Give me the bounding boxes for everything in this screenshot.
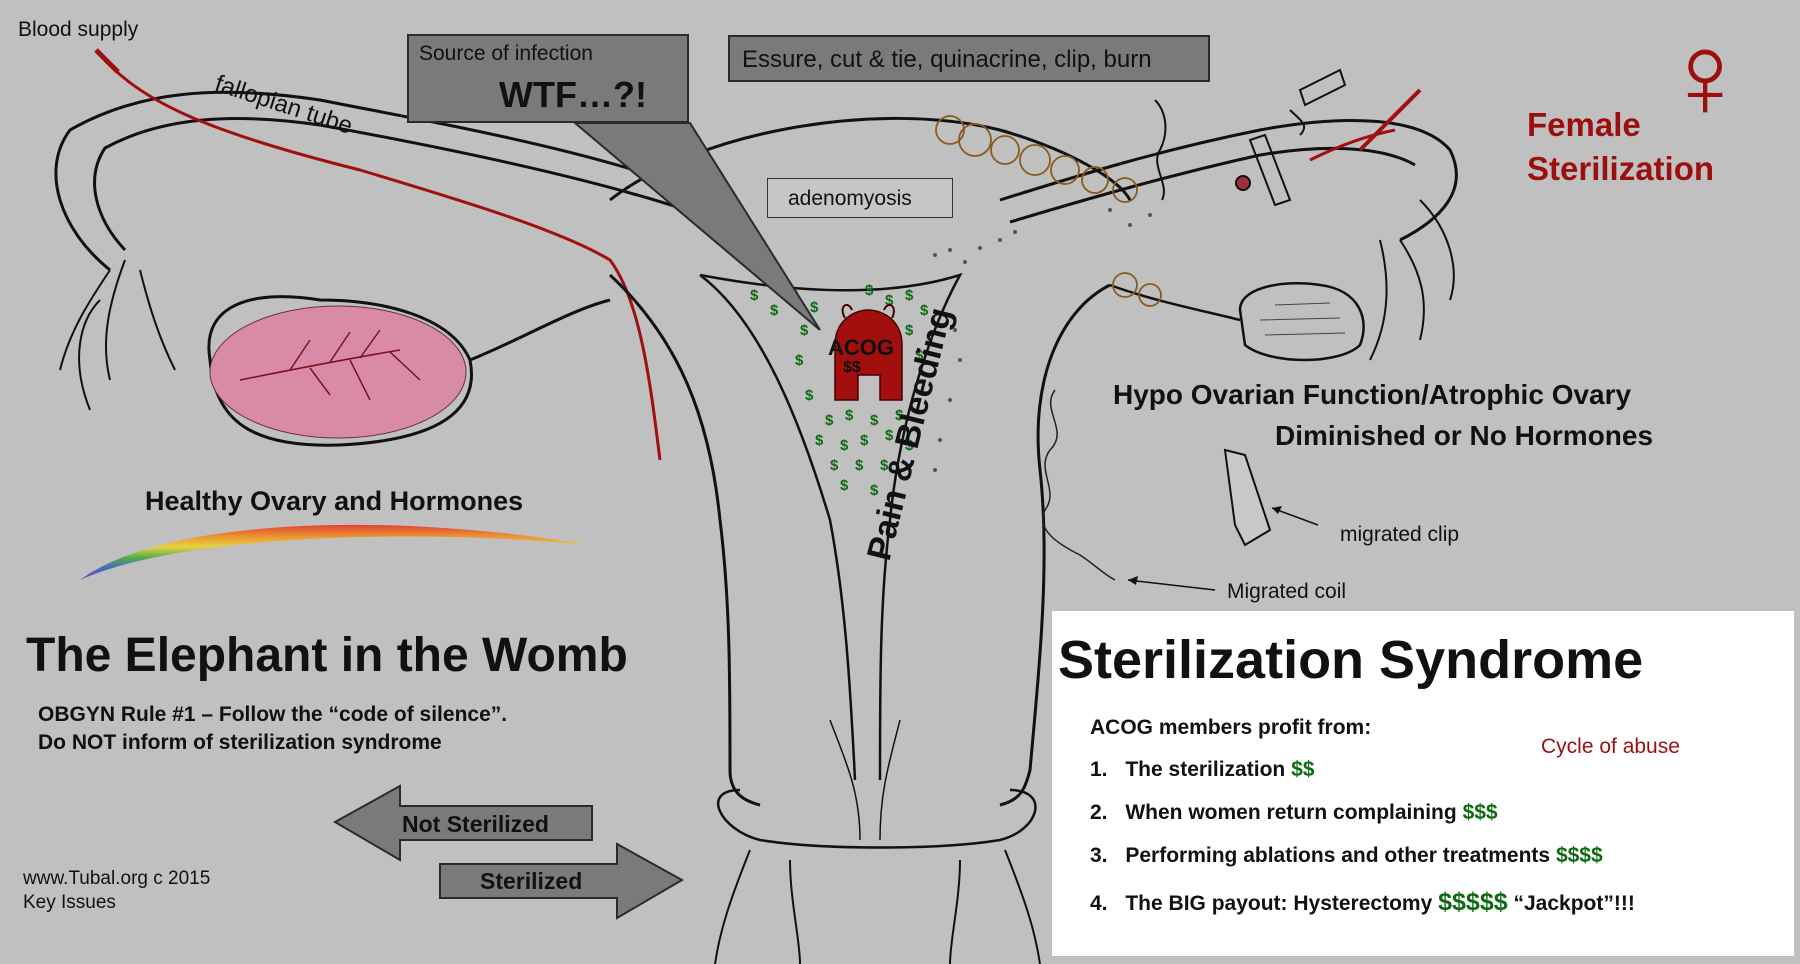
adenomyosis-scribbles — [935, 115, 1162, 307]
elephant-title: The Elephant in the Womb — [26, 629, 628, 682]
profit-item-text: Performing ablations and other treatment… — [1125, 844, 1551, 867]
svg-text:$: $ — [810, 299, 819, 316]
footer-line-2: Key Issues — [23, 892, 116, 913]
svg-text:$: $ — [895, 407, 904, 424]
rule-line-2: Do NOT inform of sterilization syndrome — [38, 731, 442, 754]
infection-callout-caption: Source of infection — [419, 42, 593, 65]
right-fallopian-tube — [999, 118, 1458, 242]
syndrome-intro: ACOG members profit from: — [1090, 716, 1372, 739]
svg-text:$: $ — [750, 287, 759, 304]
svg-text:$: $ — [855, 457, 864, 474]
svg-text:$: $ — [845, 407, 854, 424]
svg-text:$: $ — [885, 427, 894, 444]
svg-text:$: $ — [840, 437, 849, 454]
svg-text:$: $ — [870, 482, 879, 499]
svg-text:$: $ — [800, 322, 809, 339]
profit-item-3: 3. Performing ablations and other treatm… — [1090, 844, 1603, 868]
right-fimbriae — [1369, 199, 1455, 361]
infection-pointer — [572, 122, 821, 331]
svg-text:$: $ — [815, 432, 824, 449]
adenomyosis-label: adenomyosis — [788, 187, 912, 210]
svg-text:$: $ — [865, 282, 874, 299]
svg-text:$: $ — [905, 287, 914, 304]
left-fimbriae — [59, 259, 176, 411]
methods-callout-text: Essure, cut & tie, quinacrine, clip, bur… — [742, 46, 1152, 73]
profit-item-1: 1. The sterilization $$ — [1090, 758, 1314, 782]
svg-text:$: $ — [920, 302, 929, 319]
left-ovary — [209, 305, 467, 439]
sterilized-label: Sterilized — [480, 868, 583, 894]
profit-item-money: $$$$ — [1555, 844, 1603, 867]
profit-item-tail: “Jackpot”!!! — [1513, 892, 1635, 915]
healthy-ovary-label: Healthy Ovary and Hormones — [145, 486, 524, 516]
svg-text:$: $ — [880, 457, 889, 474]
svg-text:$: $ — [830, 457, 839, 474]
svg-text:$: $ — [905, 322, 914, 339]
cycle-of-abuse-label: Cycle of abuse — [1541, 735, 1680, 758]
acog-dollar-label: $$ — [843, 359, 861, 376]
syndrome-panel: Sterilization Syndrome ACOG members prof… — [1052, 611, 1794, 956]
rule-line-1: OBGYN Rule #1 – Follow the “code of sile… — [38, 703, 508, 726]
svg-text:$: $ — [860, 432, 869, 449]
brand-line-2: Sterilization — [1527, 150, 1715, 187]
profit-item-money: $$$$$ — [1438, 888, 1508, 916]
profit-item-num: 3. — [1090, 844, 1108, 867]
methods-callout: Essure, cut & tie, quinacrine, clip, bur… — [728, 35, 1210, 82]
hypo-ovarian-line-2: Diminished or No Hormones — [1275, 420, 1654, 451]
profit-item-text: When women return complaining — [1125, 801, 1457, 824]
migrated-coil-shape — [1042, 389, 1116, 581]
brand-line-1: Female — [1527, 106, 1641, 143]
rainbow — [80, 524, 590, 580]
acog-label: ACOG — [828, 335, 894, 360]
left-ovary-outline — [207, 295, 473, 447]
svg-text:$: $ — [770, 302, 779, 319]
infection-callout-exclaim: WTF…?! — [499, 74, 647, 115]
migrated-clip-shape — [1223, 448, 1272, 547]
right-ovary — [1238, 282, 1365, 362]
hypo-ovarian-line-1: Hypo Ovarian Function/Atrophic Ovary — [1113, 379, 1632, 410]
svg-text:$: $ — [915, 347, 924, 364]
left-blood-vessel — [98, 54, 662, 461]
syndrome-title: Sterilization Syndrome — [1058, 630, 1644, 690]
profit-item-4: 4. The BIG payout: Hysterectomy $$$$$ “J… — [1090, 888, 1635, 917]
svg-text:$: $ — [905, 437, 914, 454]
not-sterilized-label: Not Sterilized — [402, 811, 549, 837]
tissue-speckles — [933, 208, 1152, 472]
profit-item-money: $$ — [1291, 758, 1315, 781]
migrated-clip-label: migrated clip — [1340, 523, 1460, 546]
profit-item-2: 2. When women return complaining $$$ — [1090, 801, 1498, 825]
migrated-coil-label: Migrated coil — [1227, 580, 1347, 603]
acog-figure — [834, 309, 903, 401]
not-sterilized-arrow-shape — [332, 784, 593, 862]
left-fallopian-tube — [54, 90, 721, 272]
svg-text:$: $ — [795, 352, 804, 369]
footer-line-1: www.Tubal.org c 2015 — [23, 868, 211, 889]
infection-callout: Source of infection WTF…?! — [407, 34, 689, 123]
profit-item-text: The BIG payout: Hysterectomy — [1125, 892, 1433, 915]
blood-supply-label: Blood supply — [18, 18, 139, 41]
essure-devices — [1154, 68, 1347, 207]
svg-text:$: $ — [805, 387, 814, 404]
profit-item-num: 1. — [1090, 758, 1108, 781]
vaginal-canal — [714, 849, 1041, 964]
svg-text:$: $ — [840, 477, 849, 494]
adenomyosis-box: adenomyosis — [767, 178, 953, 218]
profit-item-num: 2. — [1090, 801, 1108, 824]
profit-item-num: 4. — [1090, 892, 1108, 915]
profit-item-text: The sterilization — [1125, 758, 1286, 781]
uterine-cavity — [699, 272, 963, 781]
female-symbol-icon: ♀ — [1660, 9, 1750, 143]
svg-text:$: $ — [870, 412, 879, 429]
svg-text:$: $ — [885, 292, 894, 309]
cervix — [717, 788, 1037, 849]
svg-text:$: $ — [825, 412, 834, 429]
profit-item-money: $$$ — [1462, 801, 1498, 824]
sterilized-arrow-shape — [439, 842, 685, 920]
